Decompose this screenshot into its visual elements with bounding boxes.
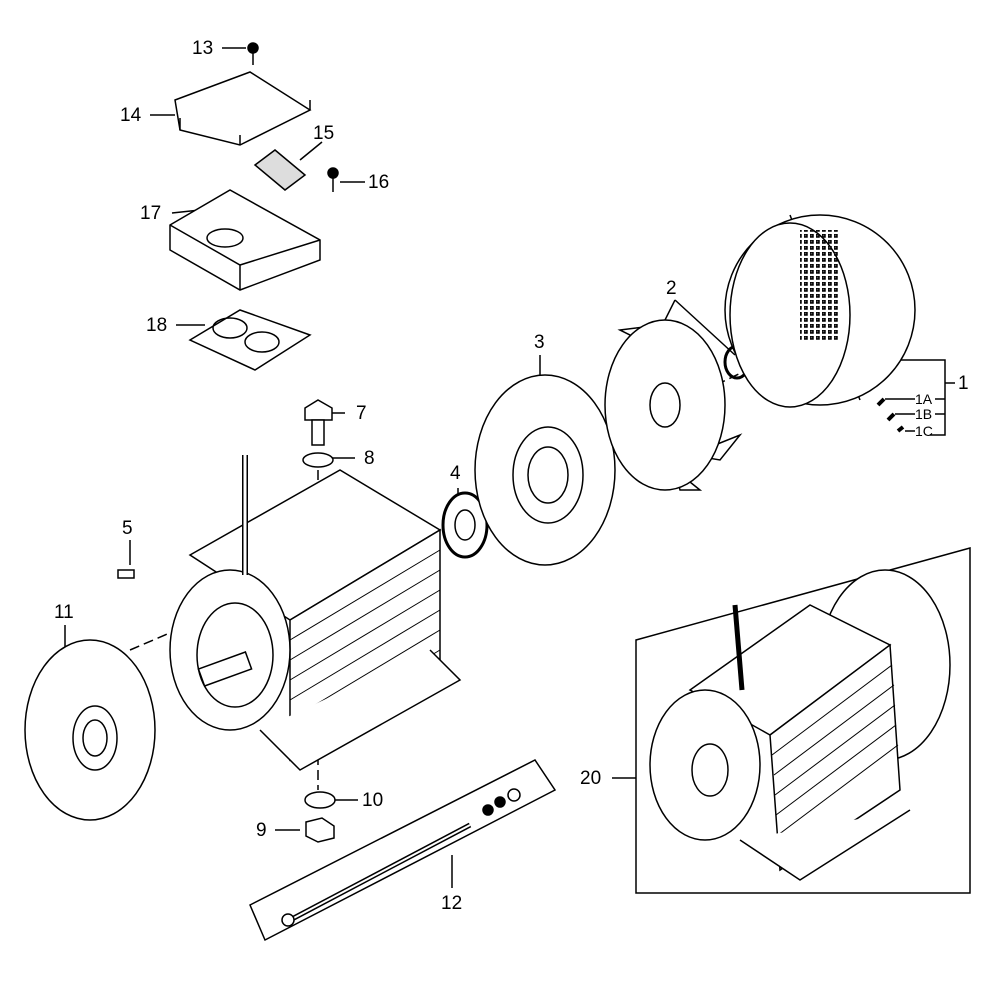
part-17-terminal-box — [169, 189, 321, 291]
label-15: 15 — [313, 123, 335, 144]
part-3-end-shield — [474, 374, 616, 566]
label-8: 8 — [364, 448, 375, 469]
part-8-washer — [302, 452, 334, 468]
label-7: 7 — [356, 403, 367, 424]
part-15-gasket — [253, 149, 307, 191]
label-18: 18 — [146, 315, 168, 336]
label-9: 9 — [256, 820, 267, 841]
part-2-fan — [604, 319, 751, 491]
part-9-nut — [305, 817, 335, 843]
label-20: 20 — [580, 768, 602, 789]
label-1b: 1B — [915, 406, 933, 422]
label-12: 12 — [441, 893, 463, 914]
label-14: 14 — [120, 105, 142, 126]
part-14-terminal-cover — [174, 71, 312, 146]
part-20-assembled-motor — [635, 547, 971, 894]
part-5-key — [117, 569, 135, 579]
label-1c: 1C — [915, 423, 933, 439]
label-5: 5 — [122, 518, 133, 539]
leader-lines — [64, 47, 955, 888]
motor-housing — [169, 455, 462, 771]
label-1a: 1A — [915, 391, 933, 407]
label-4: 4 — [450, 463, 461, 484]
label-17: 17 — [140, 203, 162, 224]
part-12-tie-rod — [249, 759, 557, 942]
part-13-screw — [247, 42, 259, 65]
label-11: 11 — [54, 602, 74, 623]
part-18-base-gasket — [188, 309, 312, 371]
part-11-end-shield — [24, 639, 156, 821]
label-2: 2 — [666, 278, 677, 299]
label-13: 13 — [192, 38, 214, 59]
part-10-washer — [304, 791, 336, 809]
part-7-bolt — [304, 399, 333, 446]
label-1: 1 — [958, 373, 969, 394]
label-16: 16 — [368, 172, 390, 193]
part-16-screw — [327, 167, 339, 192]
label-3: 3 — [534, 332, 545, 353]
part-1-fan-cover — [724, 214, 916, 433]
label-10: 10 — [362, 790, 384, 811]
